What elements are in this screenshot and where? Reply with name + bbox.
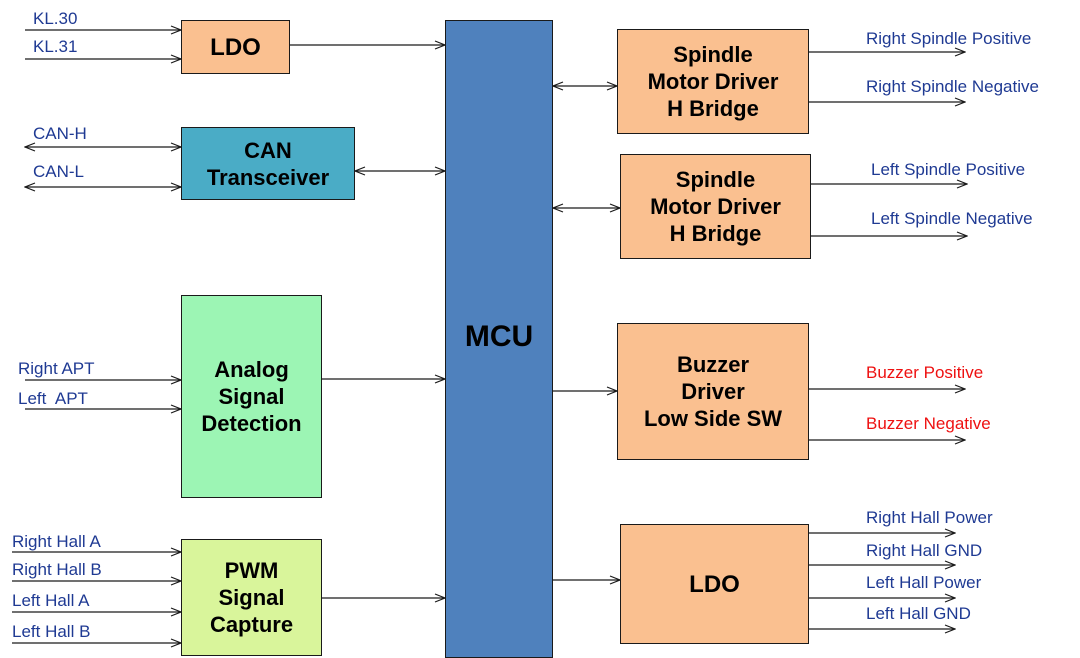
mcu-block: MCU xyxy=(445,20,553,658)
left-apt-label: Left APT xyxy=(18,389,88,408)
can-h-label: CAN-H xyxy=(33,124,87,143)
kl31-label: KL.31 xyxy=(33,37,78,56)
spindle-motor-driver-left-block: Spindle Motor Driver H Bridge xyxy=(620,154,811,259)
can-l-label: CAN-L xyxy=(33,162,85,181)
ldo-bottom-block: LDO xyxy=(620,524,809,644)
left-hall-power-label: Left Hall Power xyxy=(866,573,982,592)
left-hall-gnd-label: Left Hall GND xyxy=(866,604,971,623)
right-apt-label: Right APT xyxy=(18,359,95,378)
left-spindle-negative-label: Left Spindle Negative xyxy=(871,209,1033,228)
right-hall-a-label: Right Hall A xyxy=(12,532,101,551)
right-hall-b-label: Right Hall B xyxy=(12,560,102,579)
analog-signal-detection-block: Analog Signal Detection xyxy=(181,295,322,498)
kl30-label: KL.30 xyxy=(33,9,78,28)
buzzer-driver-block: Buzzer Driver Low Side SW xyxy=(617,323,809,460)
right-spindle-negative-label: Right Spindle Negative xyxy=(866,77,1039,96)
left-hall-a-label: Left Hall A xyxy=(12,591,90,610)
right-spindle-positive-label: Right Spindle Positive xyxy=(866,29,1032,48)
pwm-signal-capture-block: PWM Signal Capture xyxy=(181,539,322,656)
can-transceiver-block: CAN Transceiver xyxy=(181,127,355,200)
buzzer-negative-label: Buzzer Negative xyxy=(866,414,991,433)
right-hall-power-label: Right Hall Power xyxy=(866,508,993,527)
buzzer-positive-label: Buzzer Positive xyxy=(866,363,984,382)
spindle-motor-driver-right-block: Spindle Motor Driver H Bridge xyxy=(617,29,809,134)
left-spindle-positive-label: Left Spindle Positive xyxy=(871,160,1026,179)
right-hall-gnd-label: Right Hall GND xyxy=(866,541,983,560)
left-hall-b-label: Left Hall B xyxy=(12,622,91,641)
ldo-top-block: LDO xyxy=(181,20,290,74)
